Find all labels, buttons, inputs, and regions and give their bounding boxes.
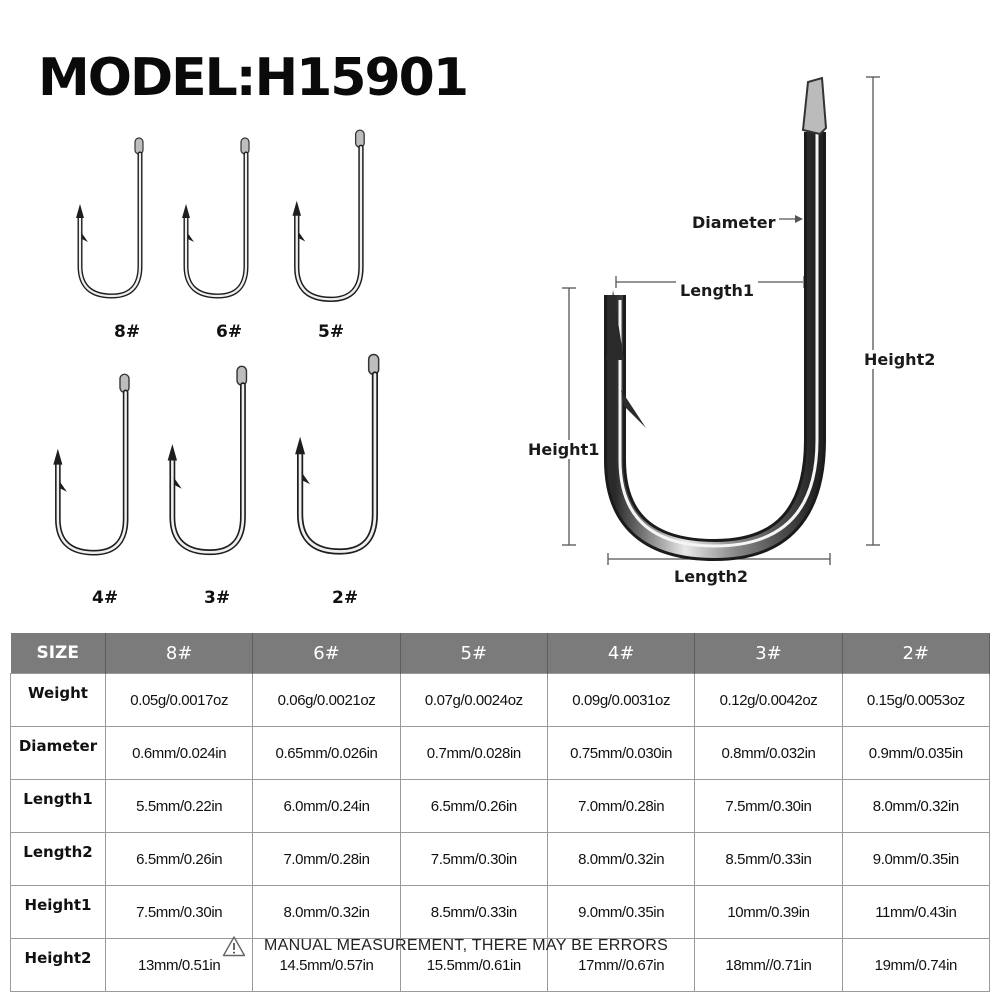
header-3: 3# [694, 633, 843, 674]
cell: 7.0mm/0.28in [252, 832, 401, 886]
table-row-weight: Weight 0.05g/0.0017oz 0.06g/0.0021oz 0.0… [10, 673, 991, 727]
cell: 5.5mm/0.22in [104, 779, 254, 833]
cell: 8.0mm/0.32in [841, 779, 991, 833]
diameter-label: Diameter [688, 213, 780, 232]
model-title: MODEL:H15901 [38, 48, 469, 108]
length2-label: Length2 [670, 567, 753, 586]
hook-image-8 [72, 136, 152, 306]
table-header-row: SIZE 8# 6# 5# 4# 3# 2# [10, 633, 991, 674]
cell: 11mm/0.43in [841, 885, 991, 939]
cell: 0.06g/0.0021oz [252, 673, 401, 727]
hook-image-2 [290, 352, 390, 564]
hook-label-2: 2# [332, 588, 359, 608]
table-row-height1: Height1 7.5mm/0.30in 8.0mm/0.32in 8.5mm/… [10, 885, 991, 939]
hook-label-5: 5# [318, 322, 345, 342]
cell: 0.75mm/0.030in [546, 726, 696, 780]
header-2: 2# [842, 633, 991, 674]
cell: 0.8mm/0.032in [694, 726, 843, 780]
cell: 0.15g/0.0053oz [841, 673, 991, 727]
cell: 17mm//0.67in [546, 938, 696, 992]
cell: 9.0mm/0.35in [546, 885, 696, 939]
hook-image-5 [288, 128, 374, 310]
hook-label-8: 8# [114, 322, 141, 342]
cell: 8.5mm/0.33in [399, 885, 548, 939]
cell: 0.6mm/0.024in [104, 726, 254, 780]
warning-triangle-icon [222, 936, 246, 957]
cell: 10mm/0.39in [694, 885, 843, 939]
measurement-note: MANUAL MEASUREMENT, THERE MAY BE ERRORS [222, 935, 668, 957]
hook-dimension-diagram [562, 76, 880, 565]
cell: 7.5mm/0.30in [694, 779, 843, 833]
table-row-height2: Height2 13mm/0.51in 14.5mm/0.57in 15.5mm… [10, 938, 991, 992]
header-size: SIZE [10, 633, 106, 674]
row-label: Length1 [10, 779, 106, 833]
size-spec-table: SIZE 8# 6# 5# 4# 3# 2# Weight 0.05g/0.00… [10, 633, 991, 992]
hook-label-4: 4# [92, 588, 119, 608]
cell: 9.0mm/0.35in [841, 832, 991, 886]
cell: 7.5mm/0.30in [399, 832, 548, 886]
cell: 0.07g/0.0024oz [399, 673, 548, 727]
cell: 0.65mm/0.026in [252, 726, 401, 780]
row-label: Height1 [10, 885, 106, 939]
table-row-length1: Length1 5.5mm/0.22in 6.0mm/0.24in 6.5mm/… [10, 779, 991, 833]
cell: 0.05g/0.0017oz [104, 673, 254, 727]
cell: 8.0mm/0.32in [252, 885, 401, 939]
cell: 7.5mm/0.30in [104, 885, 254, 939]
row-label: Weight [10, 673, 106, 727]
header-4: 4# [547, 633, 696, 674]
table-row-length2: Length2 6.5mm/0.26in 7.0mm/0.28in 7.5mm/… [10, 832, 991, 886]
cell: 8.0mm/0.32in [546, 832, 696, 886]
measurement-note-text: MANUAL MEASUREMENT, THERE MAY BE ERRORS [264, 937, 669, 954]
table-row-diameter: Diameter 0.6mm/0.024in 0.65mm/0.026in 0.… [10, 726, 991, 780]
header-6: 6# [252, 633, 401, 674]
hook-label-3: 3# [204, 588, 231, 608]
row-label: Diameter [10, 726, 106, 780]
cell: 0.7mm/0.028in [399, 726, 548, 780]
row-label: Height2 [10, 938, 106, 992]
header-8: 8# [105, 633, 254, 674]
cell: 6.5mm/0.26in [399, 779, 548, 833]
length1-label: Length1 [676, 281, 759, 300]
cell: 6.5mm/0.26in [104, 832, 254, 886]
cell: 15.5mm/0.61in [399, 938, 548, 992]
hook-image-3 [162, 364, 258, 564]
height2-label: Height2 [860, 350, 940, 369]
hook-image-6 [178, 136, 258, 306]
header-5: 5# [400, 633, 548, 674]
cell: 0.12g/0.0042oz [694, 673, 843, 727]
cell: 0.9mm/0.035in [841, 726, 991, 780]
hook-image-4 [48, 372, 140, 564]
cell: 7.0mm/0.28in [546, 779, 696, 833]
cell: 18mm//0.71in [694, 938, 843, 992]
cell: 6.0mm/0.24in [252, 779, 401, 833]
cell: 8.5mm/0.33in [694, 832, 843, 886]
cell: 0.09g/0.0031oz [546, 673, 696, 727]
row-label: Length2 [10, 832, 106, 886]
hook-label-6: 6# [216, 322, 243, 342]
cell: 19mm/0.74in [841, 938, 991, 992]
cell: 14.5mm/0.57in [252, 938, 401, 992]
height1-label: Height1 [524, 440, 604, 459]
